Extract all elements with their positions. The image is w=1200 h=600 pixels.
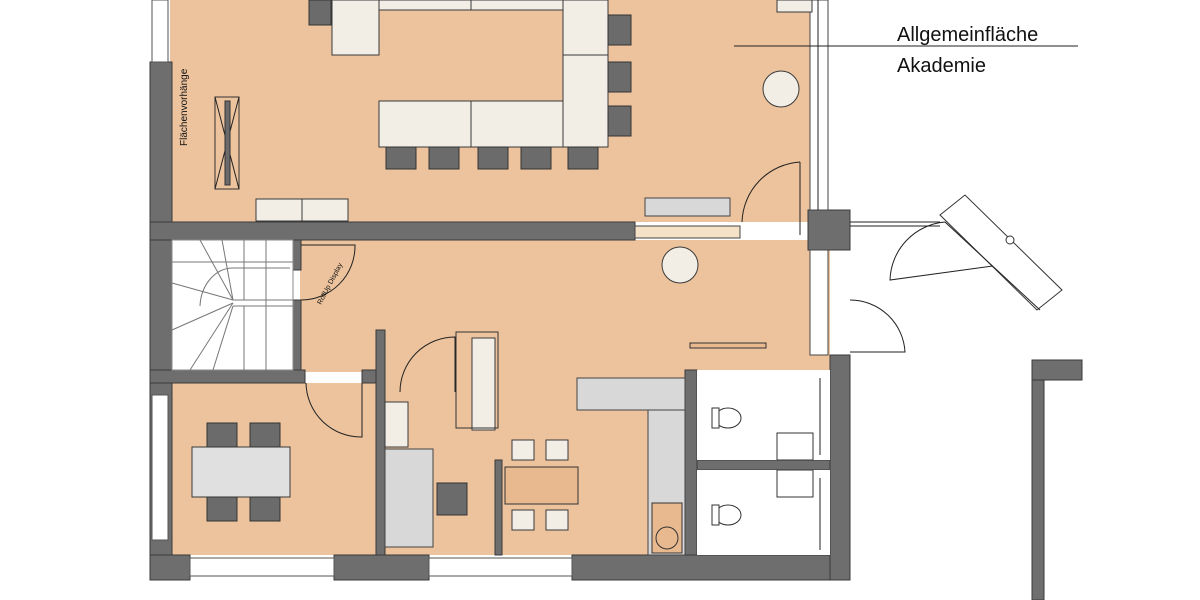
curtains-label: Flächenvorhänge: [179, 68, 190, 146]
meeting-room-furniture: [191, 422, 291, 522]
meeting-table: [191, 446, 291, 498]
chair: [607, 14, 632, 46]
table: [378, 100, 472, 148]
desk: [384, 448, 434, 548]
column-right: [807, 209, 851, 251]
wall-outer-right-vertical: [1031, 379, 1045, 600]
wall-outer-right: [1031, 359, 1083, 381]
wall-seminar-bottom: [149, 221, 636, 241]
cabinet: [776, 0, 813, 13]
table: [470, 0, 564, 11]
wall-wc-left: [684, 369, 698, 556]
stool: [511, 439, 535, 461]
sideboard: [301, 198, 349, 222]
window-bottom-2: [428, 557, 573, 577]
door-meeting: [305, 382, 363, 438]
kitchen-counter: [576, 377, 686, 411]
area-label-line1: Allgemeinfläche: [897, 24, 1038, 46]
curtain-storage: [214, 96, 240, 190]
round-table: [762, 70, 800, 108]
lounge-furniture: [504, 342, 767, 556]
door-entrance: [849, 299, 906, 353]
staircase: [171, 239, 294, 371]
chair: [308, 0, 332, 26]
entrance-canopy: [939, 194, 1063, 311]
washbasin-icon: [776, 432, 814, 461]
doors: [300, 161, 1063, 438]
area-label-line2: Akademie: [897, 55, 986, 77]
sliding-door: [634, 225, 741, 239]
wall-stair-bottom: [149, 369, 306, 384]
glass-wall-right: [809, 0, 829, 211]
stool: [511, 509, 535, 531]
chair: [477, 146, 509, 170]
shelf: [384, 401, 409, 448]
wc-fixtures: [697, 370, 830, 555]
table: [378, 0, 472, 11]
wall-wc-middle: [696, 459, 831, 471]
door-seminar: [741, 161, 801, 235]
chair: [567, 146, 599, 170]
wall-bottom-b: [333, 554, 430, 581]
chair: [607, 105, 632, 137]
windows: [151, 0, 940, 577]
radiator: [644, 197, 731, 217]
door-office: [399, 336, 456, 393]
chair: [385, 146, 417, 170]
office-chair: [436, 482, 468, 516]
chair: [428, 146, 460, 170]
table: [562, 0, 609, 56]
stool: [545, 509, 569, 531]
wall-stair-stub: [292, 239, 302, 271]
chair: [607, 61, 632, 93]
door-stair: [300, 244, 356, 301]
window-left: [151, 394, 169, 541]
wall-office-right: [494, 459, 503, 556]
shelf: [471, 337, 496, 431]
glass-wall-lower: [809, 249, 829, 356]
high-table: [504, 466, 579, 505]
seminar-furniture: [214, 0, 813, 284]
wall-bottom-a: [149, 554, 191, 581]
office-furniture: [384, 331, 499, 548]
table: [331, 0, 380, 56]
table: [470, 100, 564, 148]
washbasin-icon: [776, 469, 814, 498]
coat-rack: [689, 342, 767, 349]
window-top-left: [151, 0, 169, 63]
door-revolving: [889, 221, 1001, 281]
wall-office-stub: [361, 369, 377, 384]
round-table: [661, 246, 699, 284]
wall-stair-side: [292, 299, 302, 371]
office-cabinet: [455, 331, 499, 429]
window-bottom-1: [189, 557, 335, 577]
chair: [206, 422, 238, 448]
wall-office-left: [375, 329, 386, 556]
table: [562, 54, 609, 148]
sink: [651, 502, 683, 554]
chair: [206, 496, 238, 522]
stair-area: [171, 239, 294, 371]
chair: [520, 146, 552, 170]
chair: [249, 422, 281, 448]
curtain-rod: [224, 100, 231, 186]
wall-right: [829, 354, 851, 581]
chair: [249, 496, 281, 522]
wall-bottom-c: [571, 554, 851, 581]
sideboard: [255, 198, 303, 222]
stool: [545, 439, 569, 461]
